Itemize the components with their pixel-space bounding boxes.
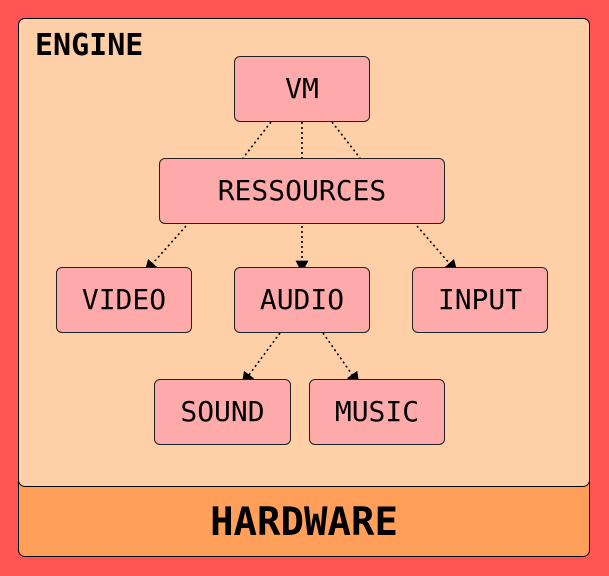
vm-node: VM [234, 56, 370, 122]
input-node: INPUT [412, 267, 548, 333]
music-node: MUSIC [309, 379, 445, 445]
engine-label: ENGINE [35, 28, 144, 63]
ressources-node: RESSOURCES [159, 158, 445, 224]
sound-node: SOUND [154, 379, 291, 445]
hardware-label: HARDWARE [210, 499, 398, 545]
video-node: VIDEO [56, 267, 192, 333]
audio-node: AUDIO [234, 267, 370, 333]
